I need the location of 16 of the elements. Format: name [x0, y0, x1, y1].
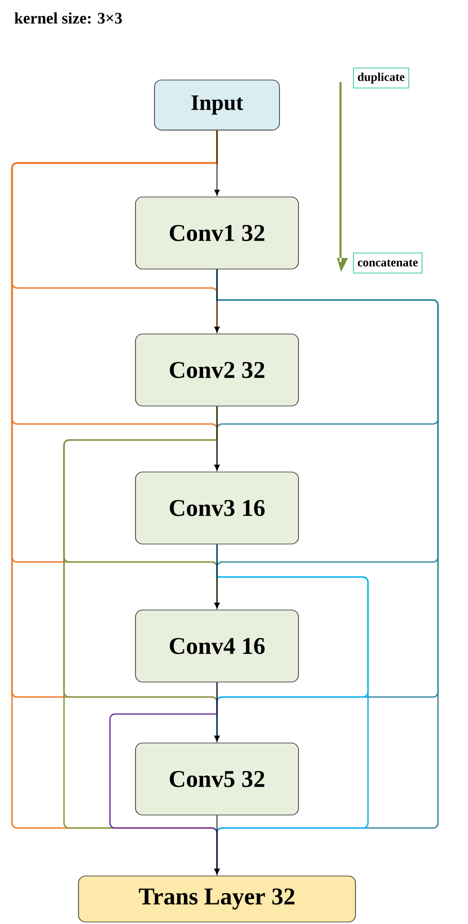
title: kernel size: 3×3 — [14, 12, 122, 24]
arrow — [214, 130, 220, 196]
arrow — [214, 544, 220, 609]
arrow — [214, 268, 220, 333]
layer-box: Conv4 16 — [135, 610, 299, 682]
layer-box: Conv5 32 — [135, 742, 299, 816]
note-box: concatenate — [353, 252, 422, 274]
note-box: duplicate — [353, 68, 410, 88]
layer-box: Conv2 32 — [135, 334, 299, 406]
arrow — [214, 682, 220, 742]
layer-box: Conv1 32 — [135, 196, 299, 270]
layer-box: Conv3 16 — [135, 472, 299, 544]
arrow — [214, 814, 220, 875]
layer-box: Trans Layer 32 — [78, 876, 356, 922]
arrow — [214, 406, 220, 471]
input-box: Input — [154, 80, 280, 130]
